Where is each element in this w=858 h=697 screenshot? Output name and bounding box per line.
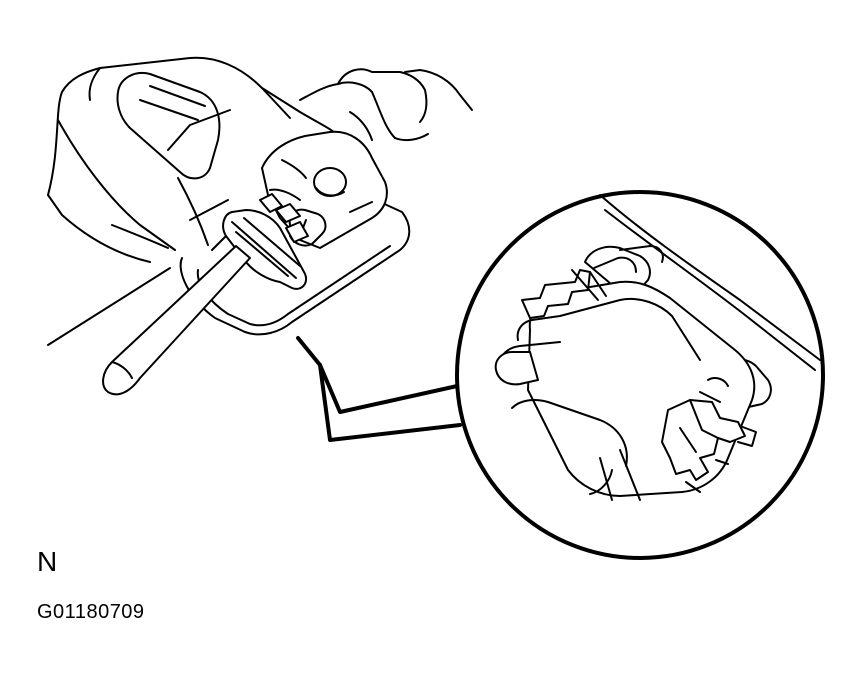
callout-pointer <box>296 336 477 442</box>
turn-signal-lever <box>102 193 309 396</box>
figure-id-label: G01180709 <box>37 601 145 623</box>
magnified-detail-view <box>455 190 825 560</box>
view-code-letter: N <box>37 546 58 577</box>
